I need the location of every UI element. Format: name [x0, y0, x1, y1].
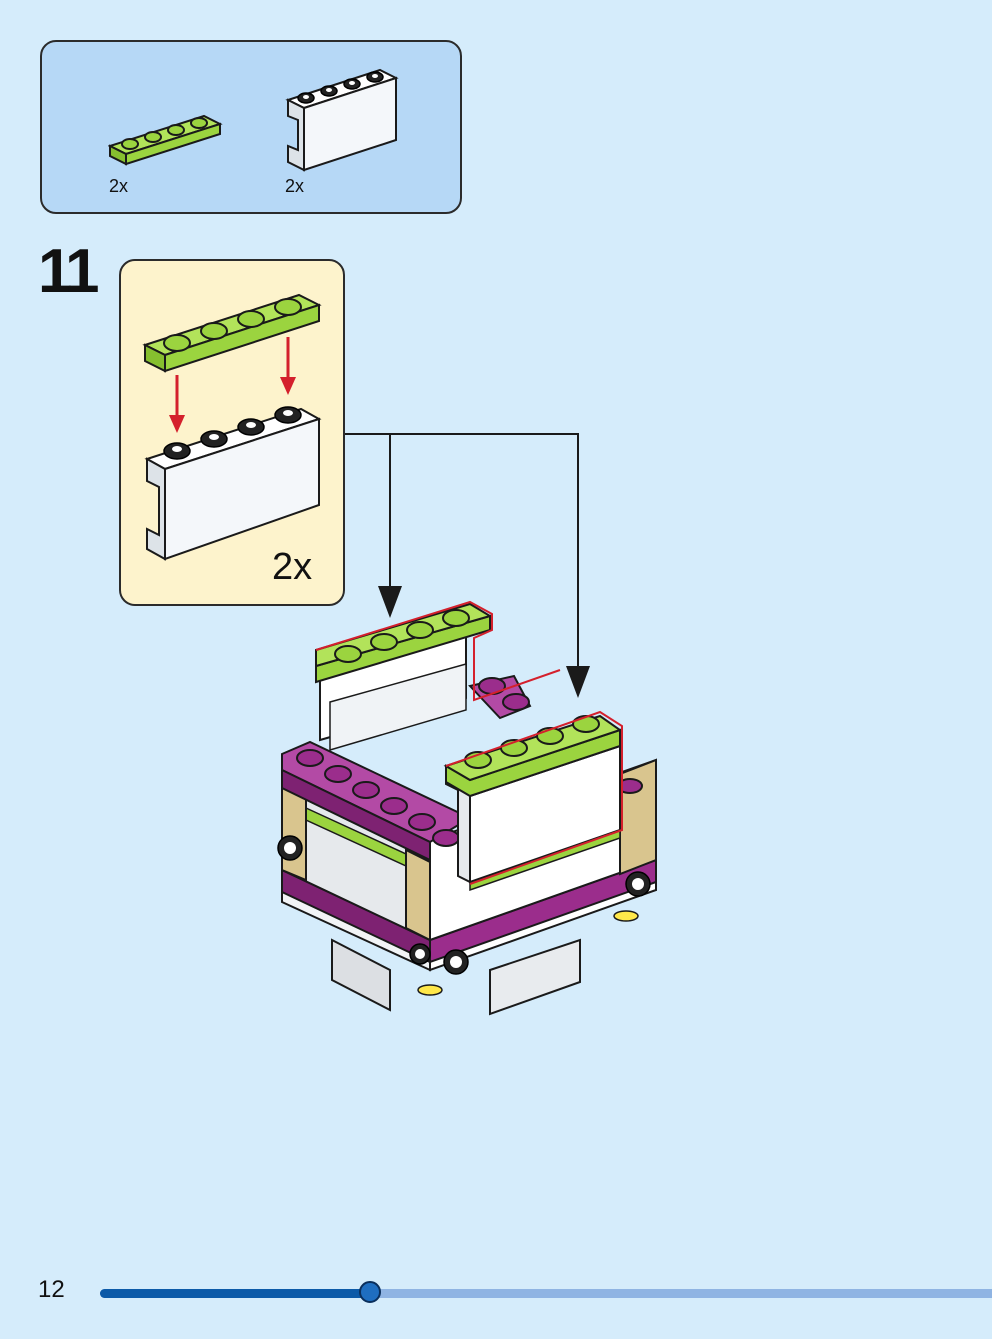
green-plate-icon: [108, 114, 223, 166]
progress-bar: [100, 1281, 992, 1303]
red-arrow-icon: [280, 377, 296, 395]
red-arrow-icon: [169, 415, 185, 433]
connector-arrows: [345, 433, 590, 698]
part-white-panel: [284, 62, 404, 174]
arrow-down-icon: [566, 666, 590, 698]
white-panel-icon: [285, 68, 399, 172]
parts-list-box: 2x 2x: [40, 40, 462, 214]
progress-knob: [359, 1281, 382, 1303]
page-number: 12: [38, 1276, 65, 1303]
subassembly-illustration: [142, 293, 322, 561]
part-quantity: 2x: [285, 176, 305, 196]
subassembly-box: 2x: [119, 259, 345, 606]
part-quantity: 2x: [109, 176, 129, 196]
part-green-plate: [108, 106, 224, 170]
progress-fill: [100, 1289, 371, 1298]
step-number: 11: [38, 237, 100, 306]
subassembly-quantity: 2x: [272, 546, 313, 588]
arrow-down-icon: [378, 586, 402, 618]
model-illustration: [277, 600, 657, 1016]
